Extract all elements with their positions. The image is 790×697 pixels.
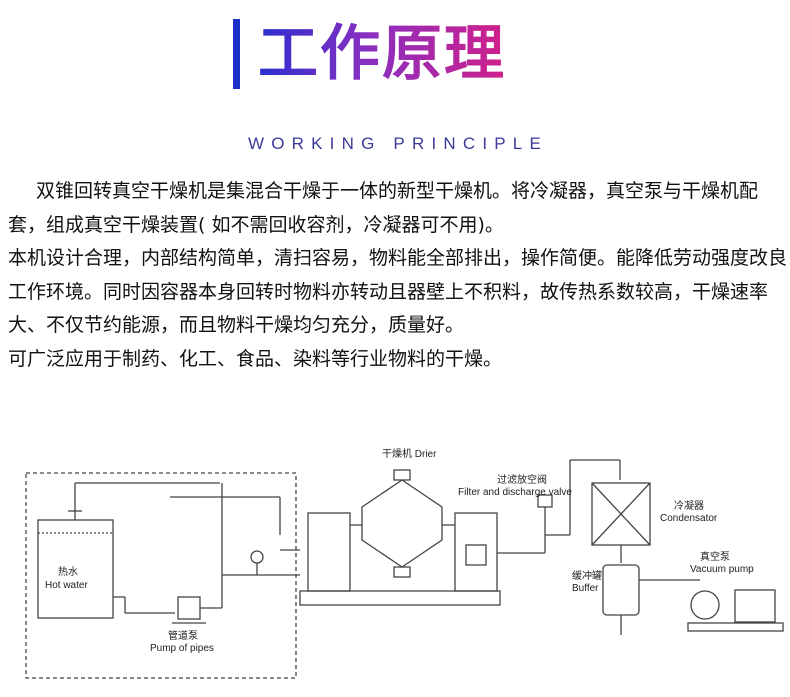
label-condenser-en: Condensator [660,513,718,524]
pipe-pump [177,596,201,620]
label-pump-en: Pump of pipes [150,643,214,654]
drier-left-support [307,512,351,592]
label-buffer-cn: 缓冲罐 [572,569,602,582]
label-pump-cn: 管道泵 [168,629,198,642]
label-filter-en: Filter and discharge valve [458,487,572,498]
label-hot-water-cn: 热水 [58,565,78,578]
page-title: 工作原理 [258,14,506,94]
label-drier: 干燥机 Drier [382,447,437,460]
label-filter-cn: 过滤放空阀 [497,473,547,486]
paragraph-3: 可广泛应用于制药、化工、食品、染料等行业物料的干燥。 [8,347,503,370]
paragraph-2: 本机设计合理，内部结构简单，清扫容易，物料能全部排出，操作简便。能降低劳动强度改… [8,247,788,336]
drier-right-support [454,512,498,592]
pressure-gauge [250,550,264,564]
process-diagram: 热水 Hot water 管道泵 Pump of pipes 干燥机 Drier… [25,447,784,679]
buffer-tank [602,564,640,616]
title-block: 工作原理 [233,14,506,94]
vacuum-pump [690,590,720,620]
label-hot-water-en: Hot water [45,580,88,591]
description: 双锥回转真空干燥机是集混合干燥于一体的新型干燥机。将冷凝器，真空泵与干燥机配套，… [8,175,788,376]
paragraph-1: 双锥回转真空干燥机是集混合干燥于一体的新型干燥机。将冷凝器，真空泵与干燥机配套，… [8,180,759,236]
label-condenser-cn: 冷凝器 [674,499,704,512]
title-accent-bar [233,19,240,89]
label-buffer-en: Buffer [572,583,599,594]
page-subtitle: WORKING PRINCIPLE [248,134,548,153]
drier-double-cone [361,479,443,568]
label-vacuum-cn: 真空泵 [700,550,730,563]
label-vacuum-en: Vacuum pump [690,564,754,575]
